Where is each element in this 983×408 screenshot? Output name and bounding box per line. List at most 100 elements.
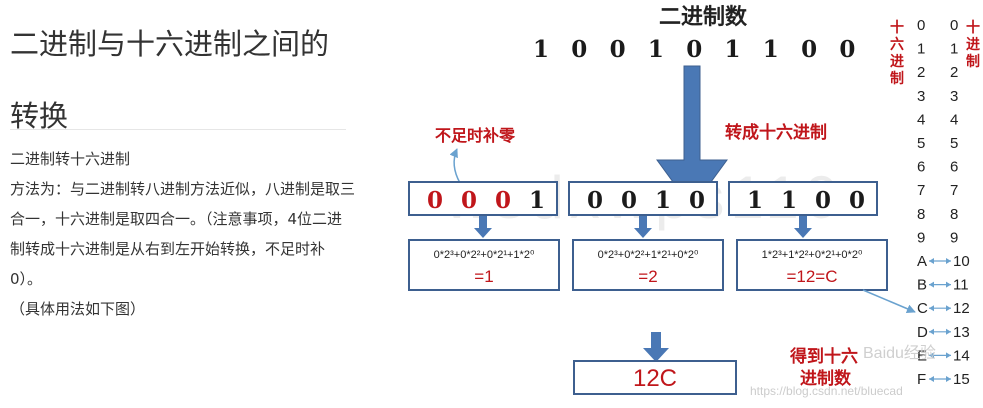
table-dec-value: 11 — [953, 277, 969, 294]
result-label-line2: 进制数 — [800, 368, 852, 388]
binary-digit: 0 — [610, 36, 626, 63]
dec-header-char: 十 — [966, 19, 980, 35]
binary-digit: 0 — [571, 36, 587, 63]
group-bit: 0 — [427, 187, 443, 214]
table-dec-value: 6 — [950, 159, 958, 176]
dec-header-label: 十进制 — [966, 19, 980, 69]
table-link-arrow-right — [946, 352, 951, 359]
table-hex-value: A — [917, 253, 927, 270]
table-link-arrow-left — [929, 305, 934, 312]
title-divider — [10, 129, 346, 130]
table-dec-value: 13 — [953, 324, 970, 341]
table-hex-value: 9 — [917, 229, 925, 246]
table-dec-value: 9 — [950, 229, 958, 246]
hex-header-char: 六 — [890, 36, 904, 52]
hex-header-label: 十六进制 — [890, 19, 904, 86]
table-dec-value: 15 — [953, 371, 970, 388]
table-hex-value: 8 — [917, 206, 925, 223]
binary-digit: 1 — [533, 36, 549, 63]
bit-group-box — [728, 181, 878, 216]
table-link-arrow-right — [946, 328, 951, 335]
result-box — [573, 360, 737, 395]
formula-text: 0*2³+0*2²+1*2¹+0*2⁰ — [598, 249, 699, 261]
formula-box — [408, 239, 560, 291]
table-link-arrow-right — [946, 305, 951, 312]
table-hex-value: D — [917, 324, 928, 341]
table-dec-value: 4 — [950, 111, 958, 128]
article-body: 二进制转十六进制 方法为：与二进制转八进制方法近似，八进制是取三合一，十六进制是… — [10, 144, 355, 324]
dec-header-char: 制 — [966, 53, 980, 69]
convert-label: 转成十六进制 — [725, 122, 827, 142]
article-title: 二进制与十六进制之间的转换 — [10, 27, 330, 133]
group-bit: 0 — [495, 187, 511, 214]
table-hex-value: C — [917, 300, 928, 317]
dec-header-char: 进 — [966, 36, 980, 52]
group-bit: 0 — [689, 187, 705, 214]
group-bit: 1 — [781, 187, 797, 214]
binary-digit: 1 — [724, 36, 740, 63]
table-link-arrow-left — [929, 328, 934, 335]
table-dec-value: 1 — [950, 41, 958, 58]
formula-box — [736, 239, 888, 291]
formula-text: 0*2³+0*2²+0*2¹+1*2⁰ — [434, 249, 535, 261]
result-value: 12C — [633, 365, 677, 392]
binary-digit: 0 — [801, 36, 817, 63]
bit-group-box — [408, 181, 558, 216]
table-dec-value: 7 — [950, 182, 958, 199]
bit-group-box — [568, 181, 718, 216]
binary-digit: 0 — [686, 36, 702, 63]
formula-result: =1 — [474, 267, 493, 286]
c-pointer-line — [862, 289, 916, 313]
table-hex-value: 4 — [917, 111, 925, 128]
group-bit: 1 — [747, 187, 763, 214]
group-down-arrow — [794, 216, 812, 238]
table-dec-value: 3 — [950, 88, 958, 105]
formula-result: =2 — [638, 267, 657, 286]
binary-digit: 1 — [648, 36, 664, 63]
table-link-arrow-right — [946, 376, 951, 382]
subheading: 二进制转十六进制 — [10, 150, 131, 168]
group-bit: 0 — [587, 187, 603, 214]
hex-header-char: 进 — [890, 53, 904, 69]
table-hex-value: B — [917, 277, 927, 294]
group-down-arrow — [634, 216, 652, 238]
csdn-watermark: https://blog.csdn.net/bluecad — [750, 384, 903, 398]
article-column: 二进制与十六进制之间的转换 二进制转十六进制 方法为：与二进制转八进制方法近似，… — [0, 0, 360, 408]
group-down-arrow — [474, 216, 492, 238]
table-hex-value: 0 — [917, 17, 925, 34]
table-dec-value: 14 — [953, 347, 970, 364]
group-bit: 0 — [621, 187, 637, 214]
table-hex-value: E — [917, 347, 927, 364]
table-hex-value: F — [917, 371, 926, 388]
table-hex-value: 2 — [917, 64, 925, 81]
baidu-watermark: Baidu经验 — [863, 344, 936, 362]
formula-result: =12=C — [786, 267, 837, 286]
group-bit: 0 — [461, 187, 477, 214]
result-arrow — [643, 332, 669, 362]
table-hex-value: 3 — [917, 88, 925, 105]
group-bit: 1 — [529, 187, 545, 214]
table-link-arrow-right — [946, 258, 951, 264]
pad-pointer-line — [449, 148, 461, 184]
table-dec-value: 2 — [950, 64, 958, 81]
table-dec-value: 12 — [953, 300, 970, 317]
figure-note: （具体用法如下图） — [10, 300, 146, 318]
method-paragraph: 方法为：与二进制转八进制方法近似，八进制是取三合一，十六进制是取四合一。（注意事… — [10, 180, 356, 288]
table-link-arrow-left — [929, 376, 934, 382]
binary-digit: 1 — [763, 36, 779, 63]
hex-header-char: 制 — [890, 70, 904, 86]
formula-box — [572, 239, 724, 291]
table-dec-value: 8 — [950, 206, 958, 223]
hex-header-char: 十 — [890, 19, 904, 35]
group-bit: 1 — [655, 187, 671, 214]
table-link-arrow-left — [929, 258, 934, 264]
table-link-arrow-left — [929, 352, 934, 359]
table-dec-value: 10 — [953, 253, 970, 270]
table-link-arrow-left — [929, 281, 934, 288]
binary-title: 二进制数 — [659, 4, 748, 29]
